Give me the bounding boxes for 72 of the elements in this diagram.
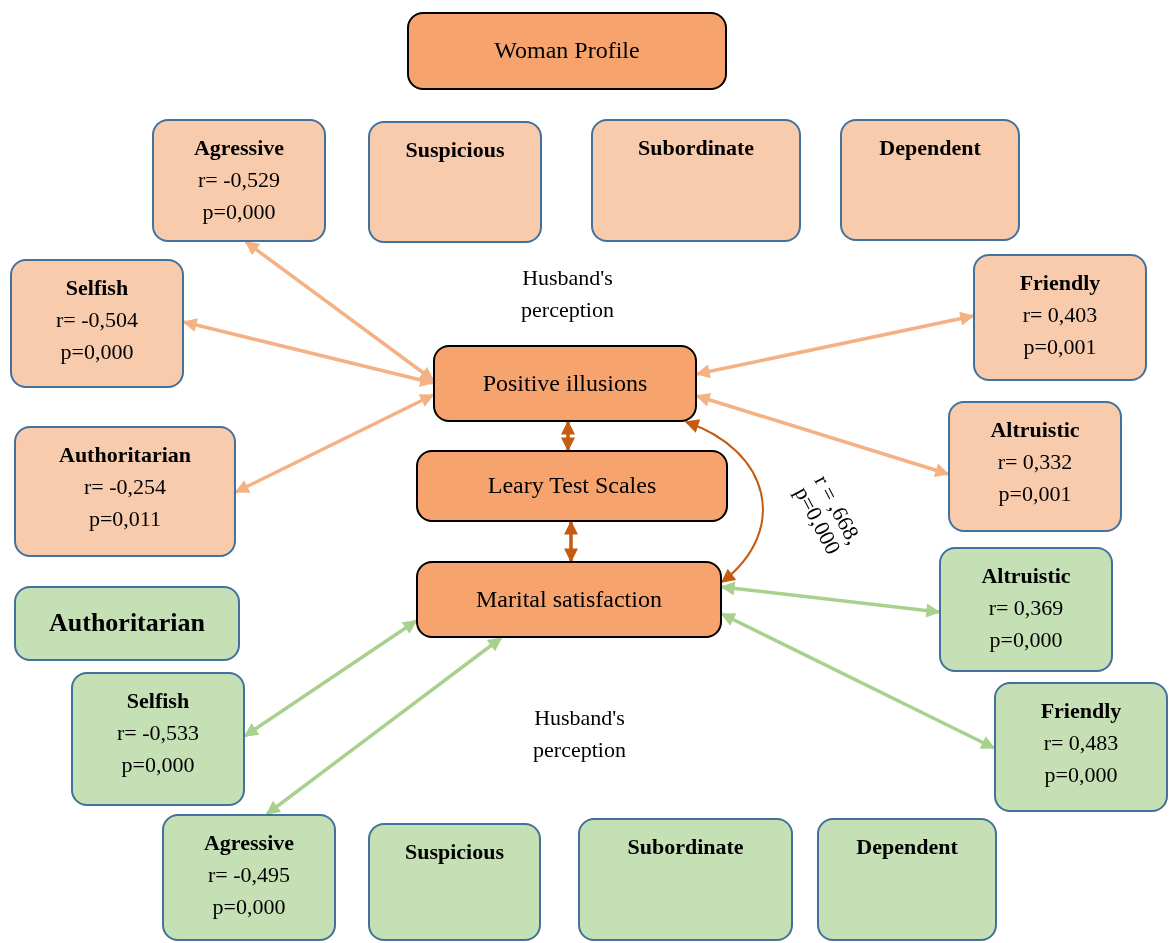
trait-box bbox=[162, 814, 336, 941]
double-headed-arrow bbox=[182, 318, 435, 387]
box-title: Authoritarian bbox=[59, 441, 191, 469]
statistic-text: p=0,000 bbox=[212, 892, 286, 921]
box-title: Altruistic bbox=[990, 416, 1080, 444]
double-headed-arrow bbox=[234, 393, 435, 494]
statistic-text: r= -0,254 bbox=[83, 472, 167, 501]
box-title: Friendly bbox=[1040, 697, 1122, 725]
box-title: Altruistic bbox=[981, 562, 1071, 590]
box-title: Suspicious bbox=[404, 838, 505, 866]
box-title: Agressive bbox=[194, 134, 284, 162]
double-headed-arrow bbox=[695, 311, 975, 379]
trait-box bbox=[71, 672, 245, 806]
statistic-text: r= -0,504 bbox=[55, 305, 139, 334]
trait-box bbox=[591, 119, 801, 242]
statistic-text: r= 0,403 bbox=[1022, 300, 1098, 329]
box-title: Positive illusions bbox=[482, 368, 648, 398]
box-title: Selfish bbox=[126, 687, 190, 715]
double-headed-arrow bbox=[564, 520, 578, 563]
statistic-text: r= 0,483 bbox=[1043, 728, 1119, 757]
trait-box bbox=[368, 121, 542, 243]
double-headed-arrow bbox=[244, 240, 435, 382]
double-headed-arrow bbox=[695, 393, 950, 477]
statistic-text: r= -0,529 bbox=[197, 165, 281, 194]
trait-box bbox=[973, 254, 1147, 381]
box-title: Dependent bbox=[856, 833, 958, 861]
double-headed-arrow bbox=[720, 581, 941, 618]
statistic-text: p=0,001 bbox=[998, 479, 1072, 508]
box-title: Friendly bbox=[1019, 269, 1101, 297]
double-headed-arrow bbox=[243, 619, 418, 738]
box-title: Subordinate bbox=[627, 833, 744, 861]
note-text: Husband's perception bbox=[520, 264, 615, 324]
trait-box bbox=[14, 426, 236, 557]
statistic-text: r= -0,533 bbox=[116, 718, 200, 747]
statistic-text: p=0,000 bbox=[60, 337, 134, 366]
statistic-text: p=0,001 bbox=[1023, 332, 1097, 361]
statistic-text: p=0,011 bbox=[88, 504, 162, 533]
process-box bbox=[416, 450, 728, 522]
statistic-text: p=0,000 bbox=[202, 197, 276, 226]
trait-box bbox=[10, 259, 184, 388]
double-headed-arrow bbox=[561, 420, 575, 452]
trait-box bbox=[578, 818, 793, 941]
statistic-text: r= -0,495 bbox=[207, 860, 291, 889]
trait-box bbox=[368, 823, 541, 941]
statistic-text: r= 0,369 bbox=[988, 593, 1064, 622]
trait-box bbox=[840, 119, 1020, 241]
process-box bbox=[407, 12, 727, 90]
process-box bbox=[416, 561, 722, 638]
trait-box bbox=[994, 682, 1168, 812]
box-title: Subordinate bbox=[637, 134, 755, 162]
trait-box bbox=[817, 818, 997, 941]
trait-box bbox=[14, 586, 240, 661]
double-headed-arrow bbox=[265, 636, 503, 816]
double-headed-arrow bbox=[684, 420, 764, 583]
note-text: Husband's perception bbox=[532, 704, 627, 764]
trait-box bbox=[948, 401, 1122, 532]
trait-box bbox=[152, 119, 326, 242]
box-title: Selfish bbox=[65, 274, 129, 302]
box-title: Authoritarian bbox=[49, 607, 205, 640]
box-title: Suspicious bbox=[405, 136, 505, 164]
statistic-text: p=0,000 bbox=[1044, 760, 1118, 789]
box-title: Dependent bbox=[879, 134, 981, 162]
statistic-text: r= 0,332 bbox=[997, 447, 1073, 476]
statistic-text: p=0,000 bbox=[121, 750, 195, 779]
double-headed-arrow bbox=[720, 612, 996, 750]
box-title: Leary Test Scales bbox=[487, 471, 657, 501]
process-box bbox=[433, 345, 697, 422]
trait-box bbox=[939, 547, 1113, 672]
box-title: Agressive bbox=[204, 829, 294, 857]
box-title: Woman Profile bbox=[494, 36, 640, 66]
statistic-text: p=0,000 bbox=[989, 625, 1063, 654]
box-title: Marital satisfaction bbox=[476, 584, 662, 614]
